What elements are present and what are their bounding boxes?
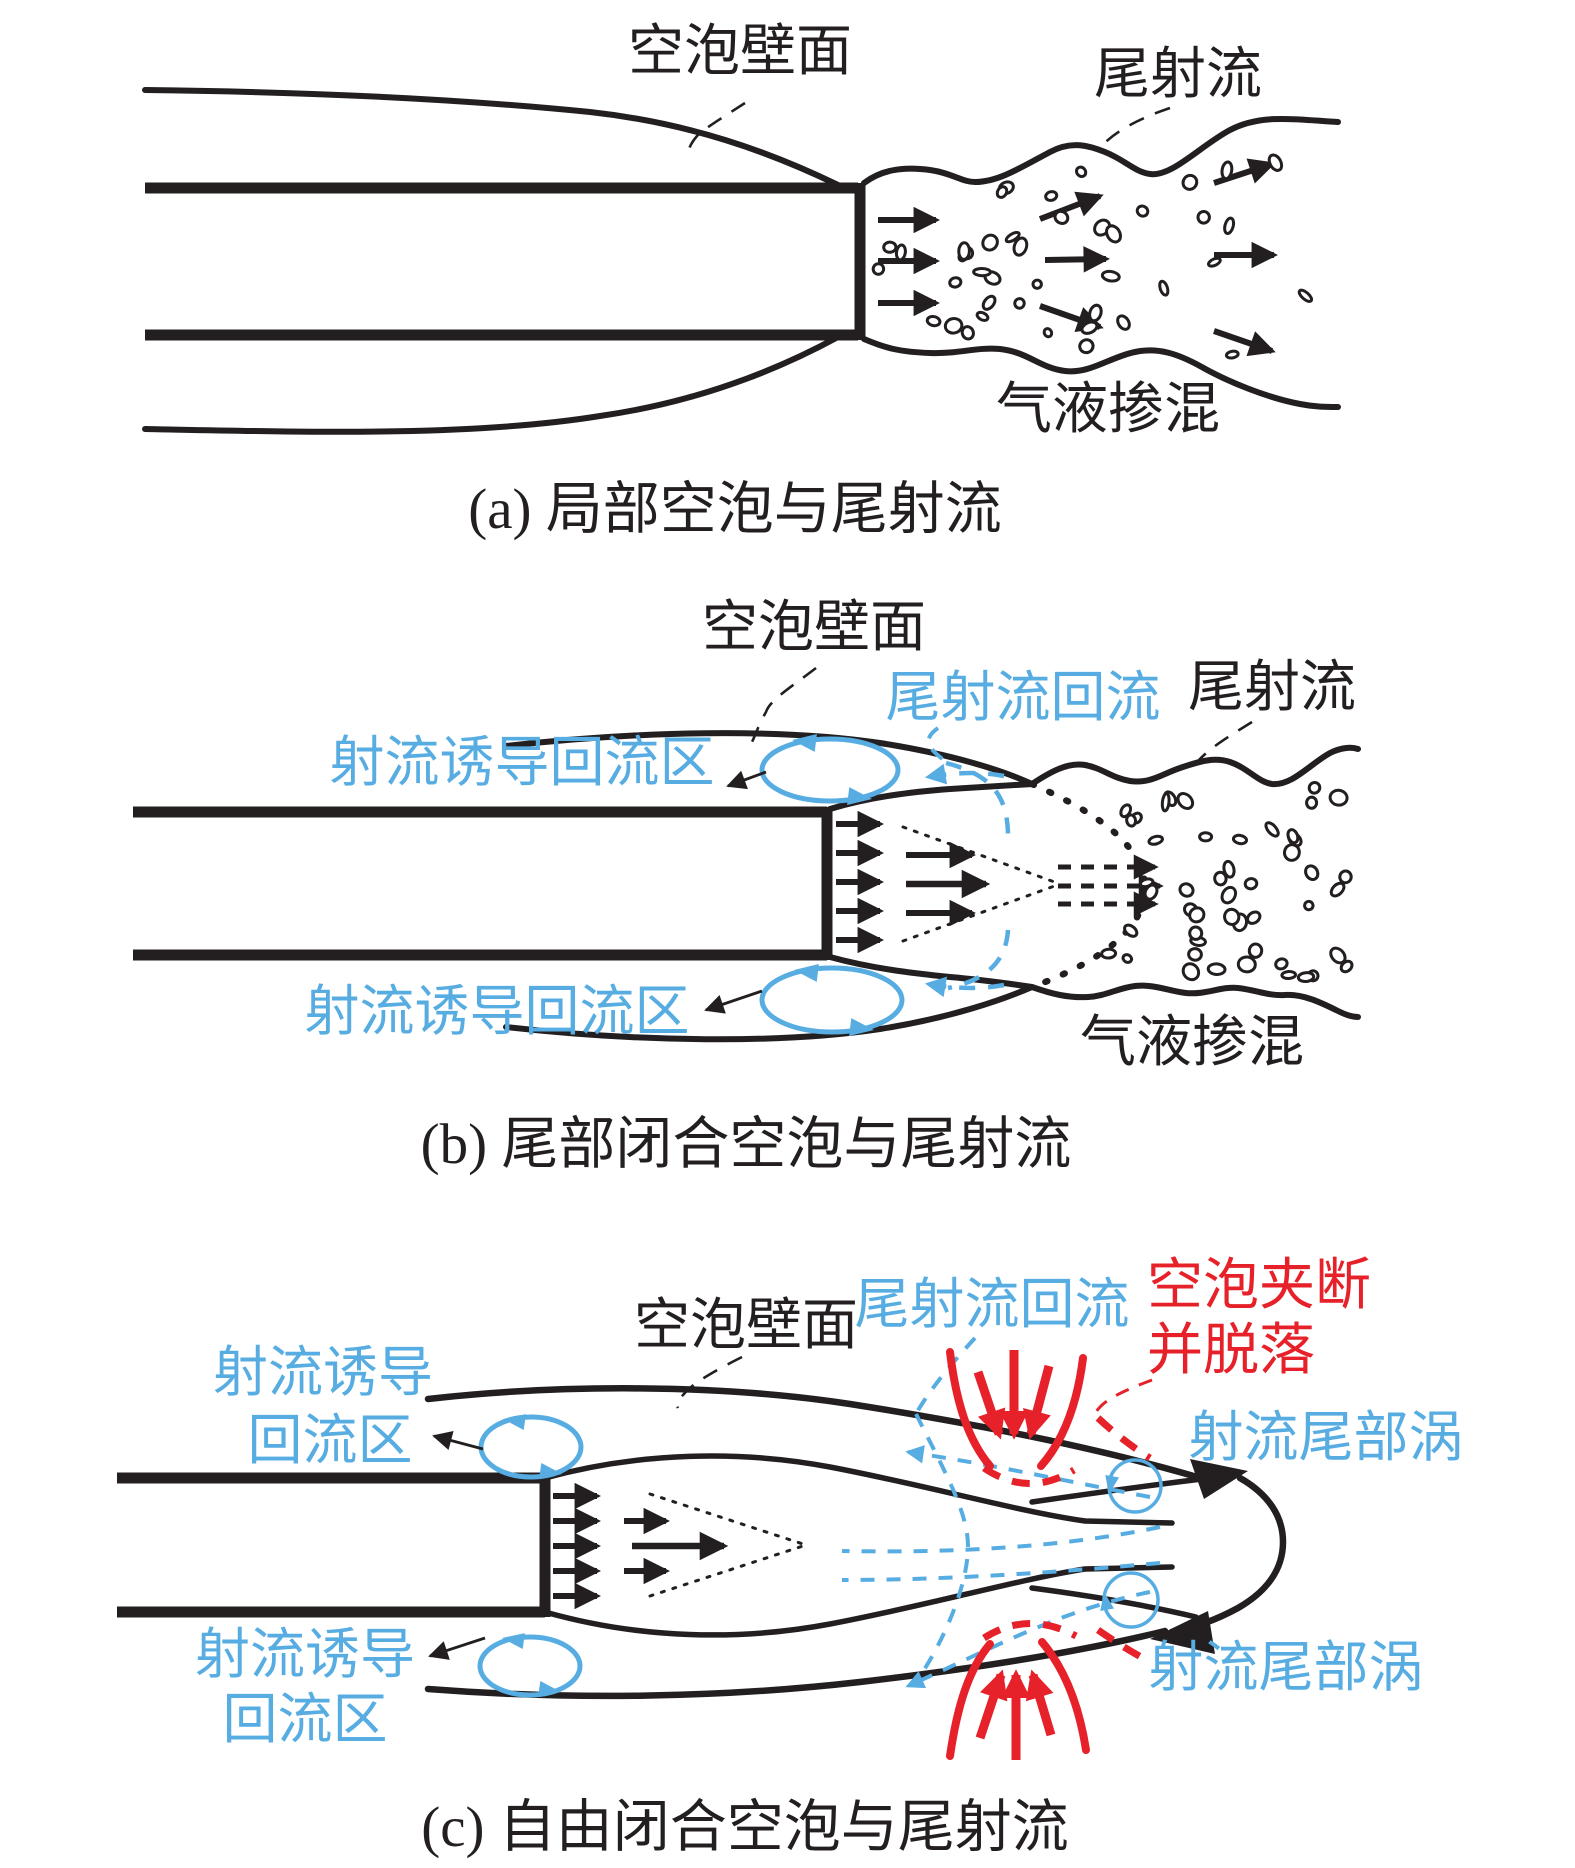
panel-a: 空泡壁面 尾射流 气液掺混 (a) 局部空泡与尾射流 [142, 21, 1341, 541]
panel-b-jet-core-dotted [901, 825, 1062, 943]
caption-a: (a) 局部空泡与尾射流 [468, 478, 1002, 541]
panel-c-jet-core-dotted [648, 1492, 808, 1598]
label-c-jet-induced-recirc-top-2: 回流区 [247, 1410, 412, 1471]
label-b-jet-induced-recirc-top: 射流诱导回流区 [329, 732, 714, 793]
panel-c-backflow-streamlines [841, 1336, 1161, 1689]
label-a-cavity-wall: 空泡壁面 [628, 21, 852, 83]
panel-b-backflow-streamlines [924, 726, 1011, 998]
panel-c-tail-arrowhead-bottom [1150, 1611, 1215, 1654]
panel-c-recirculation-vortices [477, 1414, 584, 1698]
label-b-cavity-wall: 空泡壁面 [702, 597, 926, 659]
label-c-cavity-pinch-1: 空泡夹断 [1147, 1255, 1371, 1317]
label-c-jet-tail-vortex-bottom: 射流尾部涡 [1148, 1637, 1423, 1698]
panel-c-tail-vortices [1100, 1458, 1163, 1629]
label-c-cavity-pinch-2: 并脱落 [1147, 1320, 1315, 1382]
label-a-gas-liquid-mixing: 气液掺混 [996, 379, 1220, 441]
label-b-gas-liquid-mixing: 气液掺混 [1080, 1012, 1304, 1074]
caption-c: (c) 自由闭合空泡与尾射流 [421, 1796, 1069, 1859]
panel-b-cavity-wall-leader [750, 666, 817, 743]
panel-c-body [117, 1472, 551, 1618]
panel-b-cavity-closure-dotted [1028, 780, 1149, 991]
panel-c-recirc-bottom-pointer [428, 1636, 486, 1660]
panel-a-bubbles [871, 153, 1314, 360]
panel-a-tail-jet-leader [1097, 106, 1171, 150]
panel-b: 空泡壁面 尾射流回流 尾射流 射流诱导回流区 射流诱导回流区 气液掺混 (b) … [133, 597, 1361, 1176]
panel-b-recirc-top-pointer [726, 770, 767, 790]
panel-a-body [145, 182, 866, 341]
panel-b-recirculation-vortices [759, 733, 905, 1037]
panel-c-pinch-bottom [946, 1620, 1152, 1760]
label-b-tail-jet-backflow: 尾射流回流 [885, 667, 1160, 728]
panel-b-body [133, 806, 833, 961]
panel-b-bubbles [1100, 780, 1354, 984]
panel-c-jet-boundary [542, 1453, 1221, 1638]
panel-a-cavity-wall-curves [142, 87, 841, 435]
panel-a-jet-arrows [878, 158, 1278, 357]
label-a-tail-jet: 尾射流 [1094, 44, 1262, 106]
panel-c-pinch-top [946, 1348, 1152, 1487]
label-c-cavity-wall: 空泡壁面 [634, 1295, 858, 1357]
panel-c: 射流诱导 回流区 空泡壁面 尾射流回流 空泡夹断 并脱落 射流尾部涡 射流尾部涡… [117, 1255, 1464, 1859]
label-b-jet-induced-recirc-bottom: 射流诱导回流区 [304, 981, 689, 1042]
panel-b-recirc-bottom-pointer [704, 989, 763, 1014]
label-c-jet-induced-recirc-bottom-2: 回流区 [222, 1689, 387, 1750]
label-c-jet-induced-recirc-top-1: 射流诱导 [213, 1342, 433, 1403]
panel-b-jet-boundary [827, 744, 1361, 1020]
label-c-jet-tail-vortex-top: 射流尾部涡 [1188, 1407, 1463, 1468]
label-c-jet-induced-recirc-bottom-1: 射流诱导 [195, 1624, 415, 1685]
caption-b: (b) 尾部闭合空泡与尾射流 [421, 1113, 1072, 1176]
panel-a-jet-boundary [861, 115, 1341, 410]
panel-c-jet-arrows [553, 1482, 729, 1610]
panel-c-pinch-leader [1094, 1378, 1153, 1413]
panel-c-cavity-wall-curves [424, 1385, 1287, 1700]
panel-c-cavity-wall-leader [675, 1355, 743, 1409]
panel-b-dashed-jet-arrows [1058, 854, 1164, 917]
label-b-tail-jet: 尾射流 [1188, 657, 1356, 719]
panel-a-cavity-wall-leader [686, 101, 746, 154]
panel-b-jet-arrows [836, 810, 991, 954]
panel-c-recirc-top-pointer [432, 1431, 484, 1451]
label-c-tail-jet-backflow: 尾射流回流 [854, 1274, 1129, 1335]
panel-b-tail-jet-leader [1197, 720, 1253, 762]
